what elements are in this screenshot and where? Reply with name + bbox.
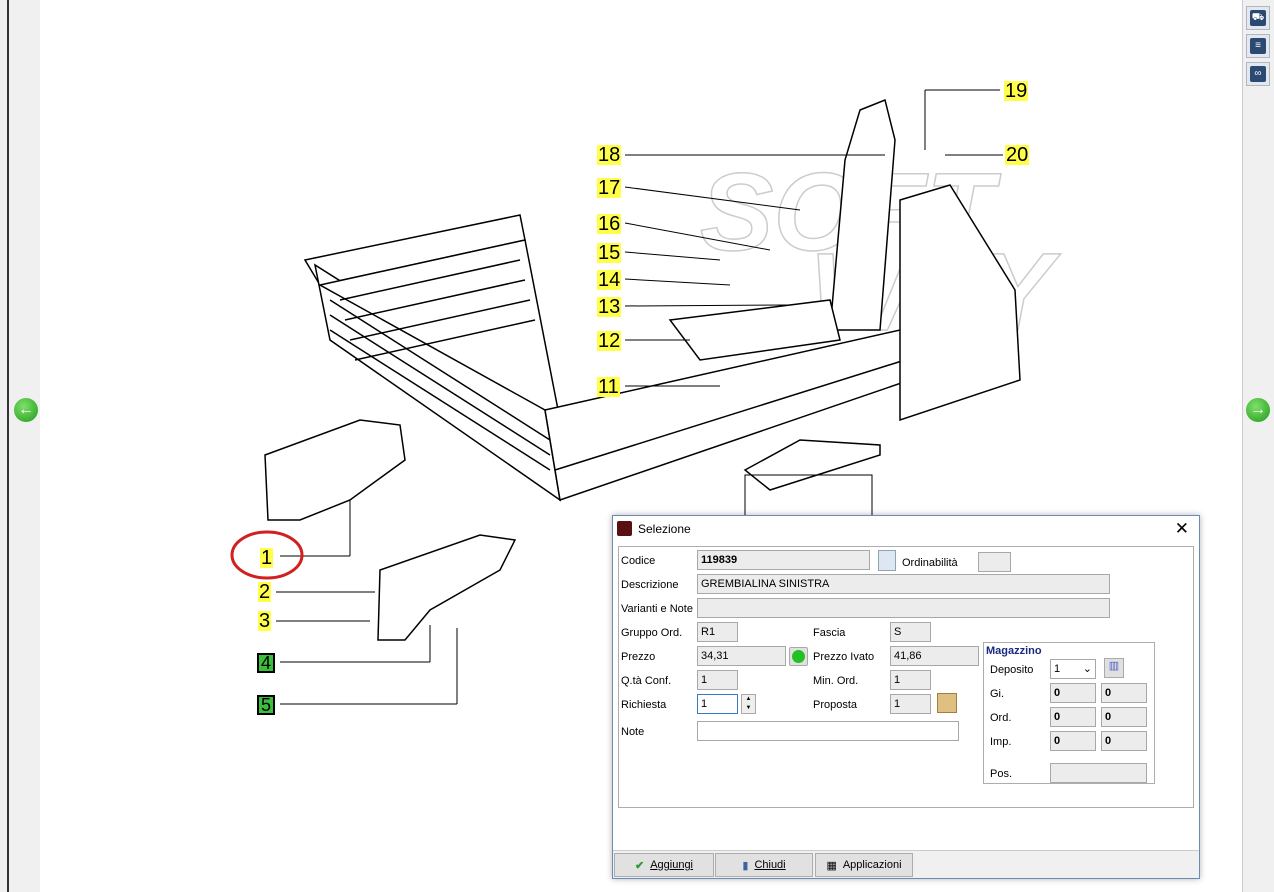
left-panel [0,0,40,892]
varianti-label: Varianti e Note [621,603,693,615]
prezzo-ivato-field[interactable]: 41,86 [890,646,979,666]
descrizione-label: Descrizione [621,579,679,591]
part-2 [377,534,517,641]
callout-2[interactable]: 2 [258,581,272,603]
proposta-label: Proposta [813,699,858,711]
note-input[interactable] [697,721,959,741]
divider [7,0,9,892]
callout-16[interactable]: 16 [597,213,622,235]
dialog-title: Selezione [638,521,691,536]
qta-field[interactable]: 1 [697,670,738,690]
callout-11[interactable]: 11 [597,376,620,398]
applicazioni-button[interactable]: ▦Applicazioni [815,853,913,877]
callout-13[interactable]: 13 [597,296,622,318]
chiudi-button[interactable]: ▮Chiudi [715,853,813,877]
fascia-field[interactable]: S [890,622,931,642]
callout-14[interactable]: 14 [597,269,622,291]
min-ord-label: Min. Ord. [813,675,859,687]
proposta-field[interactable]: 1 [890,694,931,714]
part-1 [264,419,406,521]
truck-bed [303,98,1021,502]
imp-label: Imp. [990,736,1012,748]
door-icon: ▮ [742,859,749,872]
min-ord-field[interactable]: 1 [890,670,931,690]
fascia-label: Fascia [813,627,846,639]
imp-field-1[interactable]: 0 [1050,731,1096,751]
pos-label: Pos. [990,768,1013,780]
details-group: Codice 119839 Ordinabilità Descrizione G… [618,546,1194,808]
qta-label: Q.tà Conf. [621,675,672,687]
link-icon: ∞ [1250,66,1266,82]
gruppo-label: Gruppo Ord. [621,627,683,639]
checkmark-icon: ✔ [634,859,645,872]
codice-field[interactable]: 119839 [697,550,870,570]
prezzo-label: Prezzo [621,651,656,663]
descrizione-field[interactable]: GREMBIALINA SINISTRA [697,574,1110,594]
ord-label: Ord. [990,712,1012,724]
grid-icon: ▦ [826,859,837,872]
button-bar: ✔Aggiungi ▮Chiudi ▦Applicazioni [613,850,1199,878]
document-icon[interactable] [878,550,896,571]
callout-12[interactable]: 12 [597,330,622,352]
callout-1[interactable]: 1 [260,547,274,569]
right-toolbar [1242,0,1274,892]
chevron-down-icon: ⌄ [1082,663,1092,675]
gi-label: Gi. [990,688,1005,700]
selection-circle [230,530,304,580]
chart-icon[interactable]: ▥ [1104,658,1124,678]
pos-field[interactable] [1050,763,1147,783]
selezione-dialog: Selezione ✕ Codice 119839 Ordinabilità D… [612,515,1200,879]
status-button[interactable] [789,647,808,666]
note-label: Note [621,726,645,738]
callout-3[interactable]: 3 [258,610,272,632]
callout-20[interactable]: 20 [1005,144,1030,166]
box-icon[interactable] [937,693,957,713]
ord-field-1[interactable]: 0 [1050,707,1096,727]
deposito-label: Deposito [990,664,1034,676]
callout-18[interactable]: 18 [597,144,622,166]
magazzino-group: Magazzino Deposito 1⌄ ▥ Gi. 0 0 Ord. 0 0… [983,642,1155,784]
varianti-field[interactable] [697,598,1110,618]
ordinabilita-label: Ordinabilità [902,557,958,569]
arrow-right-icon[interactable]: → [1246,398,1270,422]
gruppo-field[interactable]: R1 [697,622,738,642]
link-button[interactable]: ∞ [1246,62,1270,86]
arrow-left-icon[interactable]: ← [14,398,38,422]
status-green-icon [792,650,805,663]
callout-5[interactable]: 5 [257,695,276,715]
cart-icon: ⛟ [1250,10,1266,26]
aggiungi-button[interactable]: ✔Aggiungi [614,853,714,877]
gi-field-1[interactable]: 0 [1050,683,1096,703]
close-button[interactable]: ✕ [1174,519,1189,538]
magazzino-title: Magazzino [986,645,1042,657]
callout-17[interactable]: 17 [597,177,622,199]
callout-19[interactable]: 19 [1004,80,1029,102]
parts-diagram: SOFT WAY [230,89,1062,705]
prezzo-ivato-label: Prezzo Ivato [813,651,875,663]
deposito-select[interactable]: 1⌄ [1050,659,1096,679]
cart-button[interactable]: ⛟ [1246,6,1270,30]
richiesta-input[interactable]: 1 [697,694,738,714]
richiesta-spinner[interactable]: ▲▼ [741,694,756,714]
list-icon: ≡ [1250,38,1266,54]
ordinabilita-field[interactable] [978,552,1011,572]
app-icon [617,521,632,536]
gi-field-2[interactable]: 0 [1101,683,1147,703]
list-button[interactable]: ≡ [1246,34,1270,58]
prezzo-field[interactable]: 34,31 [697,646,786,666]
ord-field-2[interactable]: 0 [1101,707,1147,727]
dialog-titlebar: Selezione [613,516,1199,541]
richiesta-label: Richiesta [621,699,667,711]
callout-15[interactable]: 15 [597,242,622,264]
imp-field-2[interactable]: 0 [1101,731,1147,751]
callout-4[interactable]: 4 [257,653,276,673]
codice-label: Codice [621,555,656,567]
